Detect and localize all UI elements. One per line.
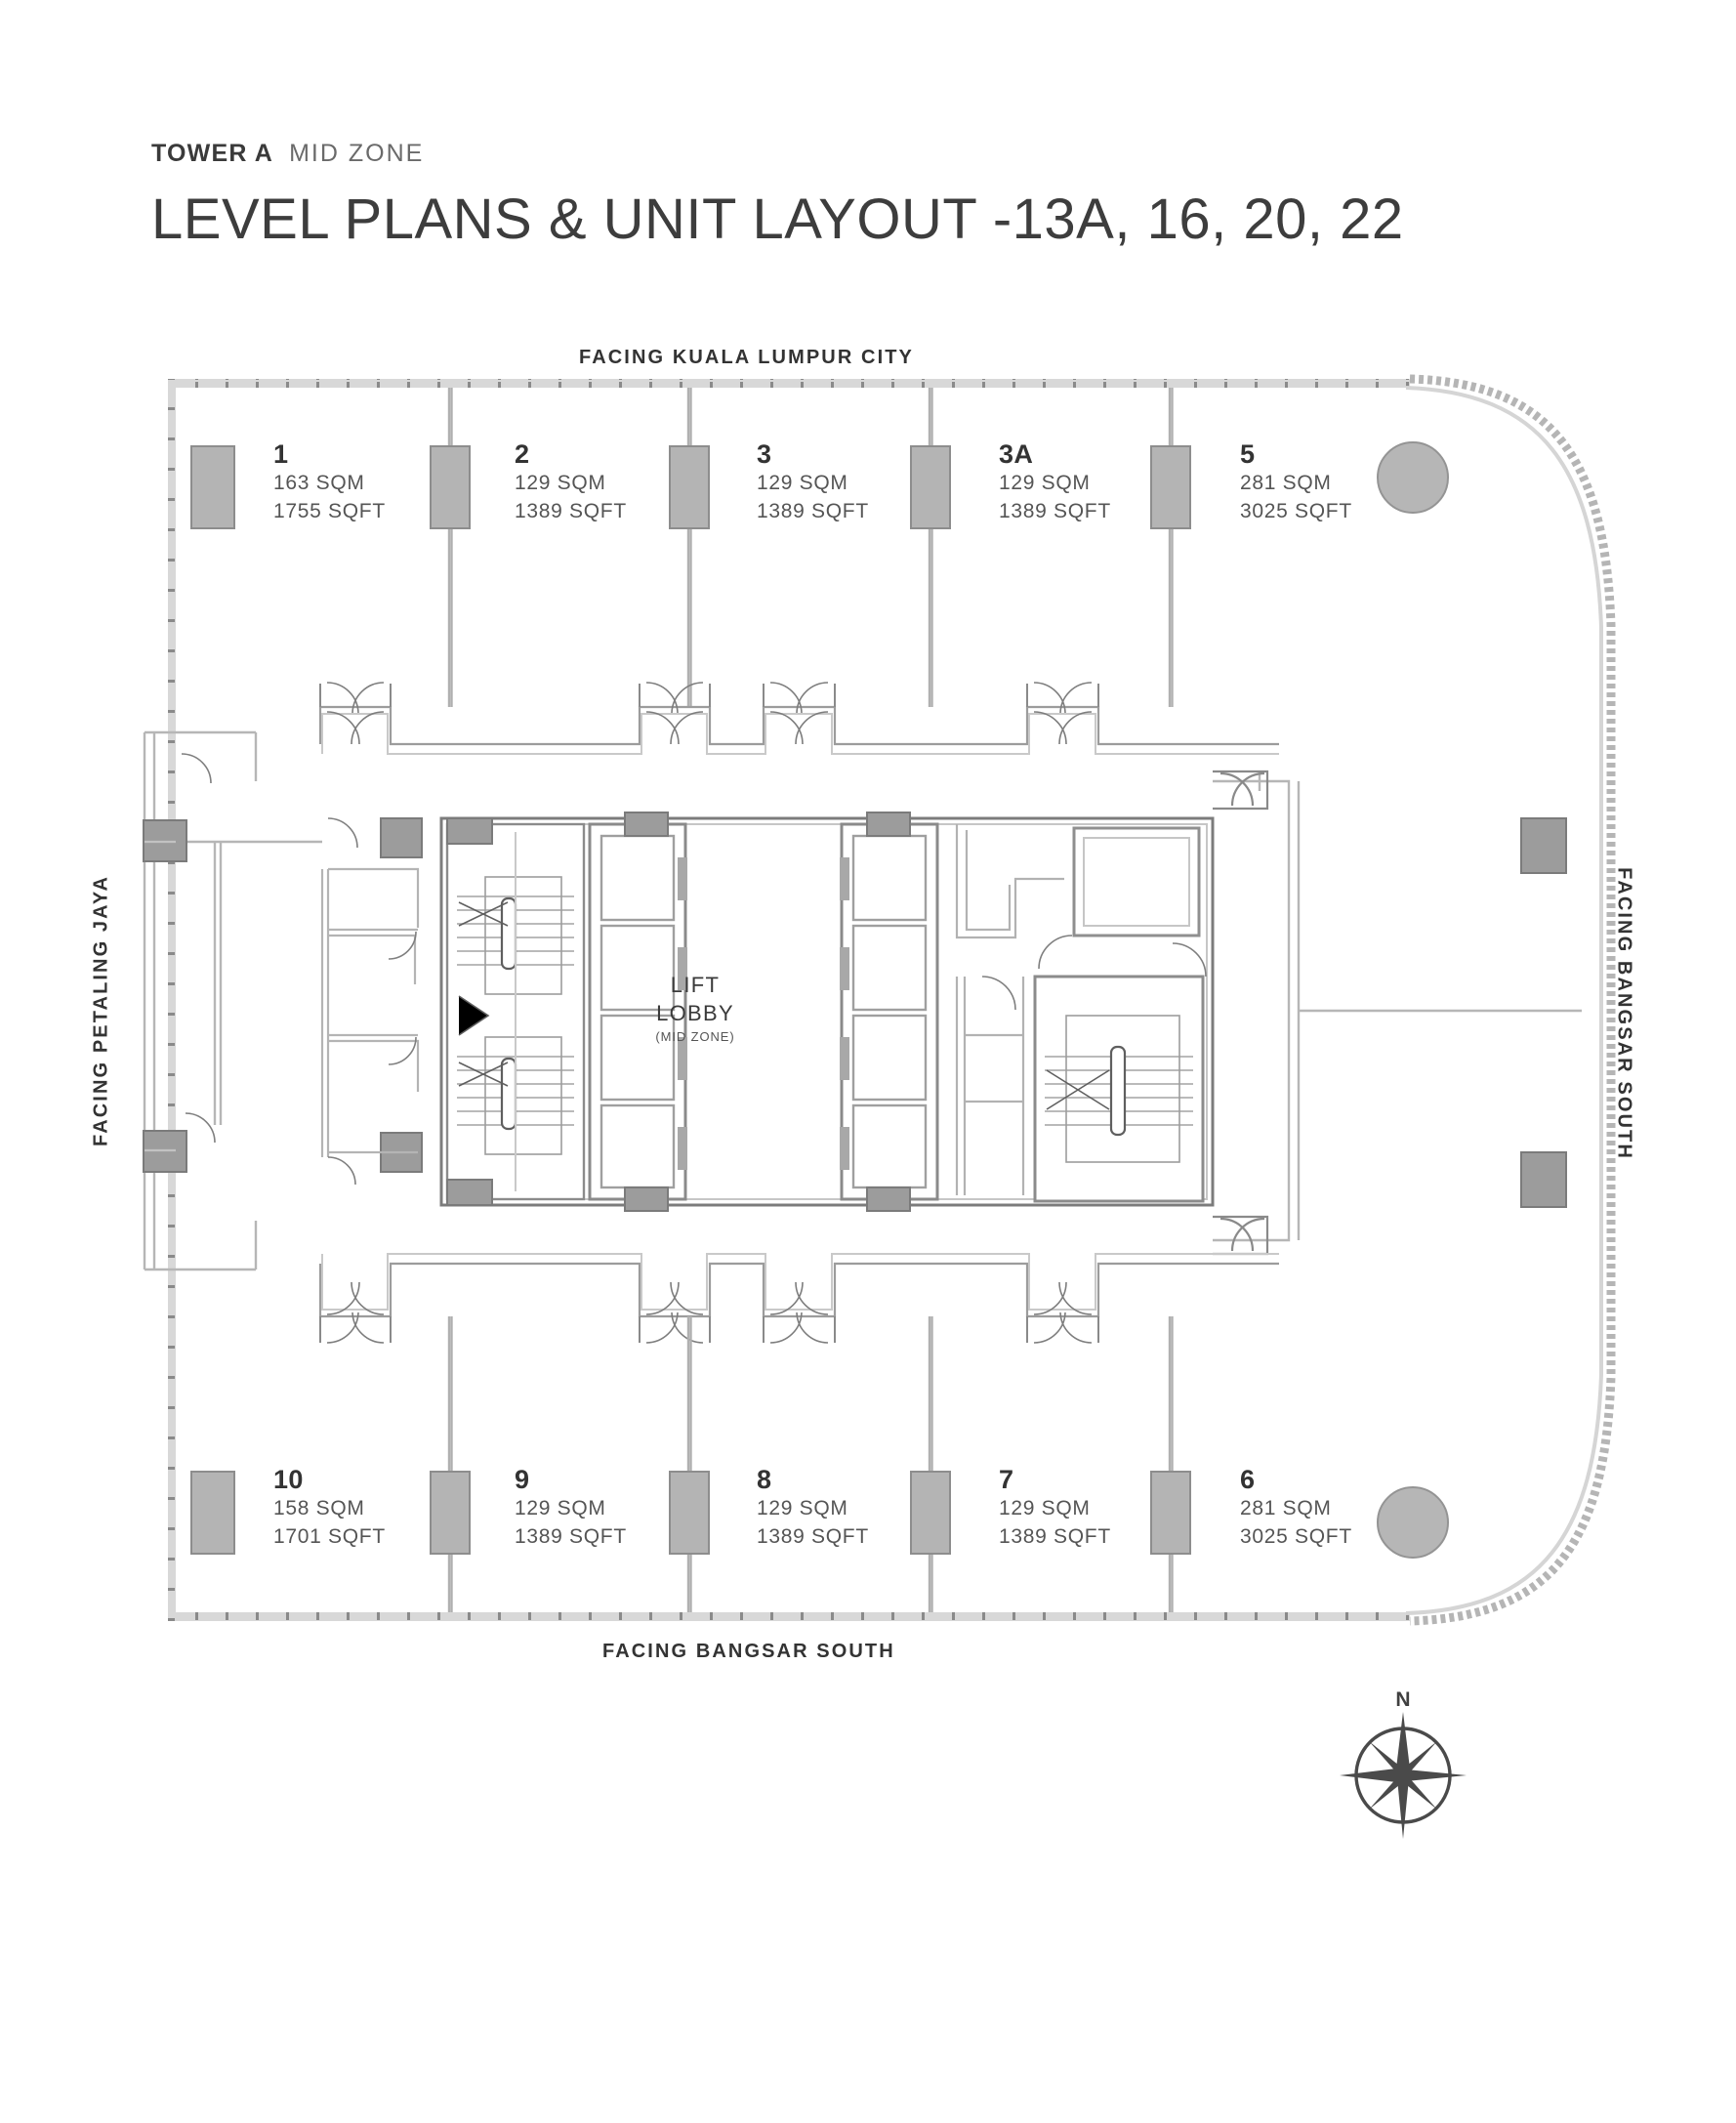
unit-area-sqft: 1389 SQFT (999, 1525, 1111, 1549)
tower-name: TOWER A (151, 140, 274, 167)
lobby-line-1: LIFT (670, 973, 721, 997)
right-shear-walls (1520, 817, 1567, 1208)
unit-area-sqm: 281 SQM (1240, 472, 1332, 495)
compass-rose: N (1330, 1688, 1476, 1841)
unit-area-sqm: 129 SQM (999, 472, 1091, 495)
unit-area-sqm: 129 SQM (757, 1497, 848, 1520)
unit-label: 3 129 SQM 1389 SQFT (757, 439, 869, 526)
unit-label: 5 281 SQM 3025 SQFT (1240, 439, 1352, 526)
unit-area-sqm: 129 SQM (999, 1497, 1091, 1520)
unit-label: 3A 129 SQM 1389 SQFT (999, 439, 1111, 526)
unit-area-sqft: 1755 SQFT (273, 500, 386, 523)
unit-number: 5 (1240, 439, 1256, 469)
unit-number: 7 (999, 1465, 1014, 1494)
unit-area-sqft: 1389 SQFT (515, 500, 627, 523)
left-service-block (143, 730, 423, 1271)
unit-label: 2 129 SQM 1389 SQFT (515, 439, 627, 526)
unit-number: 9 (515, 1465, 530, 1494)
unit-number: 6 (1240, 1465, 1256, 1494)
lower-corridor-wall (318, 1253, 1279, 1344)
unit-number: 3A (999, 439, 1034, 469)
unit-area-sqft: 1389 SQFT (999, 500, 1111, 523)
right-corridor (1213, 771, 1582, 1242)
upper-corridor-wall (318, 682, 1279, 755)
unit-area-sqft: 1389 SQFT (757, 500, 869, 523)
lobby-line-3: (MID ZONE) (655, 1029, 735, 1045)
unit-area-sqft: 3025 SQFT (1240, 500, 1352, 523)
facing-label-bottom: FACING BANGSAR SOUTH (602, 1641, 895, 1662)
page-title: LEVEL PLANS & UNIT LAYOUT -13A, 16, 20, … (151, 187, 1404, 251)
unit-number: 8 (757, 1465, 772, 1494)
unit-area-sqm: 129 SQM (515, 1497, 606, 1520)
page-header: TOWER A MID ZONE LEVEL PLANS & UNIT LAYOU… (151, 142, 1616, 248)
unit-number: 10 (273, 1465, 304, 1494)
unit-label: 6 281 SQM 3025 SQFT (1240, 1465, 1352, 1552)
unit-number: 1 (273, 439, 289, 469)
lift-lobby-label: LIFT LOBBY (MID ZONE) (627, 972, 764, 1048)
compass-rose-icon (1340, 1712, 1467, 1839)
unit-label: 7 129 SQM 1389 SQFT (999, 1465, 1111, 1552)
tower-zone-eyebrow: TOWER A MID ZONE (151, 142, 1616, 166)
zone-name: MID ZONE (289, 140, 425, 167)
unit-area-sqm: 158 SQM (273, 1497, 365, 1520)
core-right-service (955, 824, 1207, 1203)
unit-label: 1 163 SQM 1755 SQFT (273, 439, 386, 526)
building-envelope (168, 374, 1616, 1626)
top-units-structure (190, 388, 1449, 707)
facing-label-left: FACING PETALING JAYA (90, 875, 112, 1146)
central-core (439, 812, 1215, 1212)
unit-area-sqft: 1701 SQFT (273, 1525, 386, 1549)
unit-area-sqm: 129 SQM (757, 472, 848, 495)
lobby-line-2: LOBBY (656, 1000, 734, 1025)
unit-area-sqft: 1389 SQFT (757, 1525, 869, 1549)
unit-label: 9 129 SQM 1389 SQFT (515, 1465, 627, 1552)
unit-area-sqm: 129 SQM (515, 472, 606, 495)
stair-core-left (445, 822, 586, 1201)
unit-label: 8 129 SQM 1389 SQFT (757, 1465, 869, 1552)
unit-area-sqft: 1389 SQFT (515, 1525, 627, 1549)
unit-number: 2 (515, 439, 530, 469)
unit-label: 10 158 SQM 1701 SQFT (273, 1465, 386, 1552)
unit-area-sqm: 163 SQM (273, 472, 365, 495)
compass-north-label: N (1395, 1688, 1411, 1711)
facing-label-top: FACING KUALA LUMPUR CITY (579, 347, 914, 368)
unit-number: 3 (757, 439, 772, 469)
unit-area-sqm: 281 SQM (1240, 1497, 1332, 1520)
right-core-doors (1213, 770, 1269, 1256)
facing-label-right: FACING BANGSAR SOUTH (1613, 867, 1635, 1160)
unit-area-sqft: 3025 SQFT (1240, 1525, 1352, 1549)
lift-bank-right (840, 822, 939, 1201)
